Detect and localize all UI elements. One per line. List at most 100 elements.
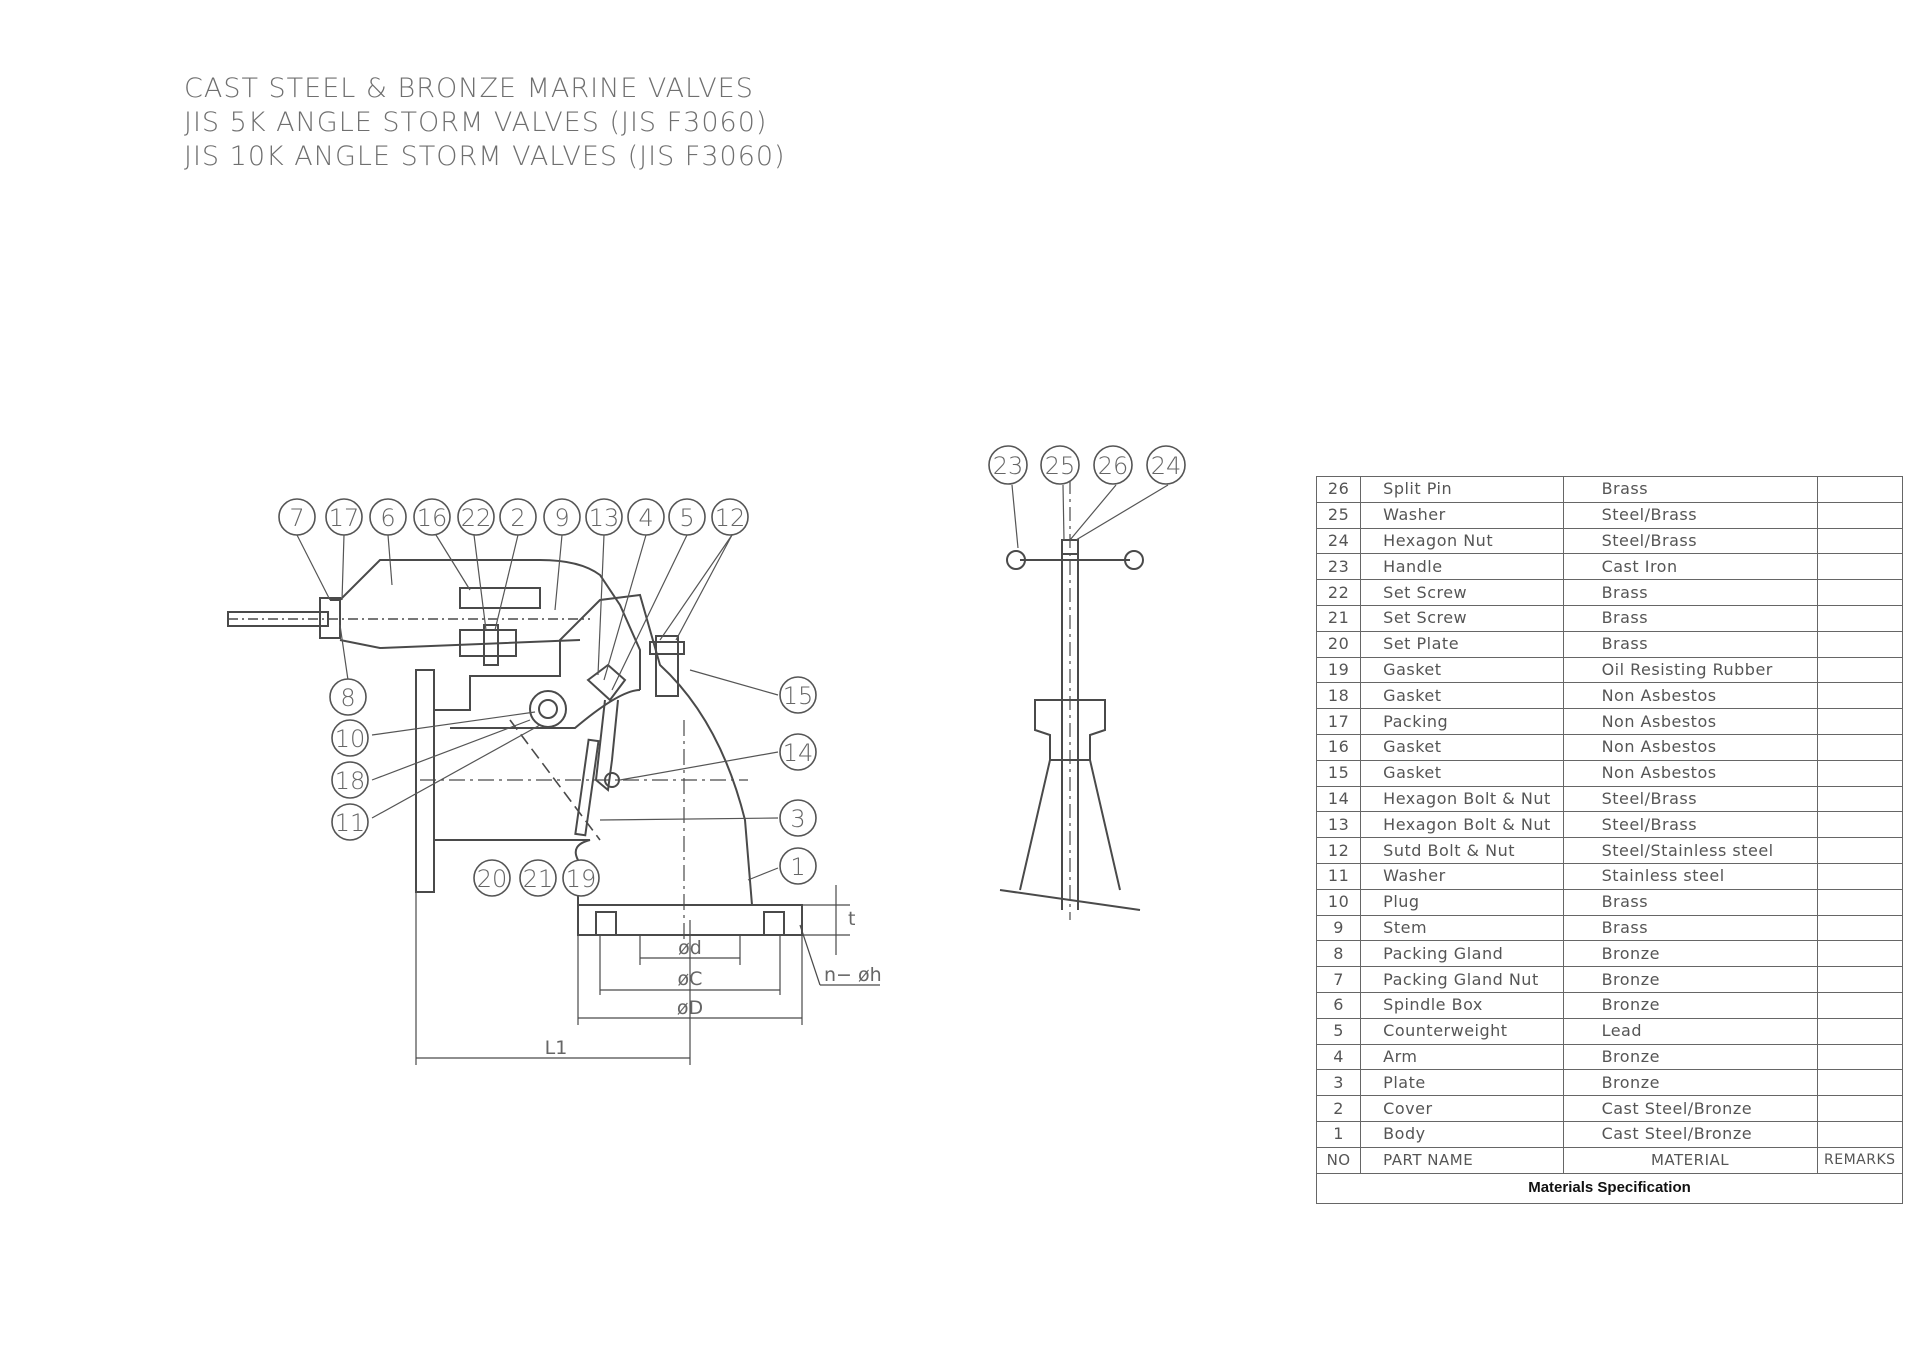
- svg-text:1: 1: [790, 853, 805, 881]
- part-name: Set Screw: [1360, 579, 1564, 606]
- part-name: Set Plate: [1360, 630, 1564, 658]
- svg-text:12: 12: [715, 504, 746, 532]
- callout-25: 25: [1040, 445, 1080, 485]
- svg-text:13: 13: [589, 504, 620, 532]
- part-number: 9: [1315, 914, 1362, 942]
- counterweight-nut: [649, 641, 685, 655]
- svg-text:4: 4: [638, 504, 653, 532]
- part-number: 16: [1315, 733, 1362, 761]
- part-material: Bronze: [1562, 966, 1818, 993]
- part-material: Oil Resisting Rubber: [1562, 656, 1818, 684]
- part-number: 7: [1315, 966, 1362, 993]
- part-name: Stem: [1360, 914, 1564, 942]
- callout-8: 8: [329, 678, 367, 716]
- part-number: 23: [1315, 553, 1362, 581]
- part-material: Steel/Brass: [1562, 527, 1818, 555]
- part-name: Spindle Box: [1360, 991, 1564, 1019]
- part-material: Steel/Stainless steel: [1562, 837, 1818, 864]
- part-name: Packing Gland: [1360, 940, 1564, 968]
- part-remarks: [1816, 862, 1904, 890]
- part-remarks: [1816, 682, 1904, 710]
- part-remarks: [1816, 733, 1904, 761]
- svg-text:10: 10: [335, 725, 366, 753]
- side-view: [227, 559, 880, 1065]
- callout-23: 23: [988, 445, 1028, 485]
- callout-15: 15: [779, 676, 817, 714]
- part-name: Hexagon Bolt & Nut: [1360, 811, 1564, 839]
- part-remarks: [1816, 476, 1904, 503]
- callout-24: 24: [1146, 445, 1186, 485]
- cover-lower: [339, 639, 581, 650]
- svg-text:20: 20: [477, 865, 508, 893]
- part-number: 3: [1315, 1069, 1362, 1097]
- part-number: 1: [1315, 1120, 1362, 1148]
- callout-13: 13: [585, 498, 623, 536]
- part-material: Steel/Brass: [1562, 785, 1818, 813]
- svg-text:26: 26: [1098, 452, 1129, 480]
- svg-text:22: 22: [461, 504, 492, 532]
- part-remarks: [1816, 630, 1904, 658]
- part-number: 6: [1315, 991, 1362, 1019]
- part-material: Brass: [1562, 914, 1818, 942]
- part-material: Lead: [1562, 1017, 1818, 1045]
- part-remarks: [1816, 837, 1904, 864]
- part-name: Body: [1360, 1120, 1564, 1148]
- part-number: 18: [1315, 682, 1362, 710]
- part-remarks: [1816, 604, 1904, 632]
- part-material: Non Asbestos: [1562, 759, 1818, 787]
- dim-C: øC: [678, 968, 703, 990]
- svg-text:2: 2: [510, 504, 525, 532]
- part-remarks: [1816, 1120, 1904, 1148]
- body-inner-line: [450, 689, 641, 729]
- inlet-flange: [415, 669, 435, 893]
- part-name: Gasket: [1360, 759, 1564, 787]
- part-name: Handle: [1360, 553, 1564, 581]
- part-name: Gasket: [1360, 733, 1564, 761]
- dim-n-h: n− øh: [824, 964, 882, 986]
- part-number: 20: [1315, 630, 1362, 658]
- dim-d: ød: [678, 937, 702, 959]
- svg-text:19: 19: [566, 865, 597, 893]
- part-number: 21: [1315, 604, 1362, 632]
- callout-3: 3: [779, 799, 817, 837]
- part-material: Bronze: [1562, 991, 1818, 1019]
- part-material: Cast Steel/Bronze: [1562, 1095, 1818, 1122]
- callout-19: 19: [562, 859, 600, 897]
- front-view: [999, 480, 1144, 920]
- svg-text:15: 15: [783, 682, 814, 710]
- leader-lines: [296, 484, 1169, 881]
- part-remarks: [1816, 811, 1904, 839]
- part-number: 10: [1315, 888, 1362, 916]
- svg-text:17: 17: [329, 504, 360, 532]
- part-material: Cast Iron: [1562, 553, 1818, 581]
- part-material: Steel/Brass: [1562, 811, 1818, 839]
- deck-line: [999, 889, 1141, 911]
- title-block: CAST STEEL & BRONZE MARINE VALVES JIS 5K…: [184, 72, 786, 174]
- part-material: Bronze: [1562, 940, 1818, 968]
- handle-knob-left: [1006, 550, 1026, 570]
- svg-text:18: 18: [335, 767, 366, 795]
- callout-18: 18: [331, 761, 369, 799]
- part-material: Stainless steel: [1562, 862, 1818, 890]
- part-number: 14: [1315, 785, 1362, 813]
- part-name: Counterweight: [1360, 1017, 1564, 1045]
- callout-26: 26: [1093, 445, 1133, 485]
- plug: [529, 690, 567, 728]
